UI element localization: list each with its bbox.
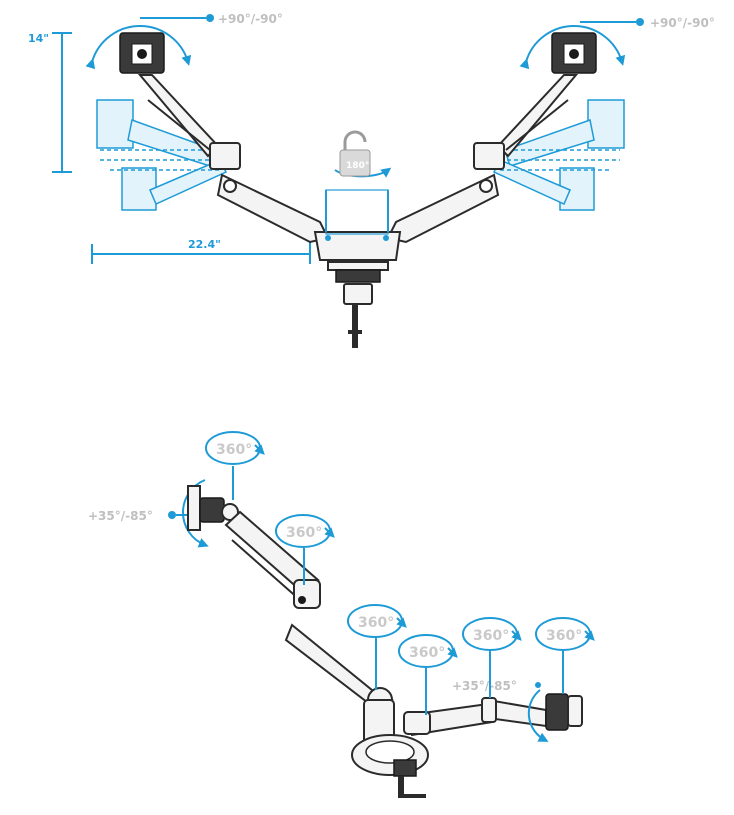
svg-text:360°: 360° [286,525,322,541]
left-tilt-indicator: +90°/-90° [85,12,283,70]
left-elbow-joint [209,142,241,170]
bottom-view: +35°/-85° [88,431,595,798]
base-rotation-indicator: 180° [325,130,392,241]
lower-center-post [351,699,429,798]
lower-elbow-joint [293,579,321,609]
right-tilt-label: +90°/-90° [650,16,715,30]
rotation-badge-6: 360° [535,617,595,694]
base-rotation-label: 180° [346,161,369,171]
left-ghost-positions [96,99,228,211]
svg-text:360°: 360° [546,628,582,644]
center-post [313,231,402,348]
top-view: 14" 22.4" [28,12,715,348]
rotation-badge-2: 360° [275,514,335,585]
post-head [313,231,402,261]
right-ghost-positions [492,99,625,211]
rotation-badge-5: 360° [462,617,522,698]
right-elbow-joint [473,142,505,170]
right-tilt-indicator: +90°/-90° [519,16,715,70]
svg-text:360°: 360° [358,615,394,631]
desk-clamp [343,283,373,305]
lower-upper-arm [224,510,321,609]
reach-label: 22.4" [188,238,221,251]
height-label: 14" [28,32,49,45]
svg-text:360°: 360° [409,645,445,661]
lower-right-head: +35°/-85° [452,679,583,742]
svg-text:360°: 360° [216,442,252,458]
left-tilt-label: +90°/-90° [218,12,283,26]
lower-left-tilt-label: +35°/-85° [88,509,153,523]
lower-right-tilt-label: +35°/-85° [452,679,517,693]
rotation-badges: 360° 360° 360° 360° [205,431,595,715]
lock-icon [339,149,371,177]
height-dimension: 14" [28,32,72,173]
lower-left-head [187,485,239,531]
reach-dimension: 22.4" [91,226,311,264]
lower-right-arm [403,697,547,737]
lower-left-monitor-plate [187,485,201,531]
svg-text:360°: 360° [473,628,509,644]
rotation-badge-4: 360° [398,634,458,715]
rotation-badge-1: 360° [205,431,265,500]
rotation-badge-3: 360° [347,604,407,690]
ghost-plate-1 [96,99,134,149]
